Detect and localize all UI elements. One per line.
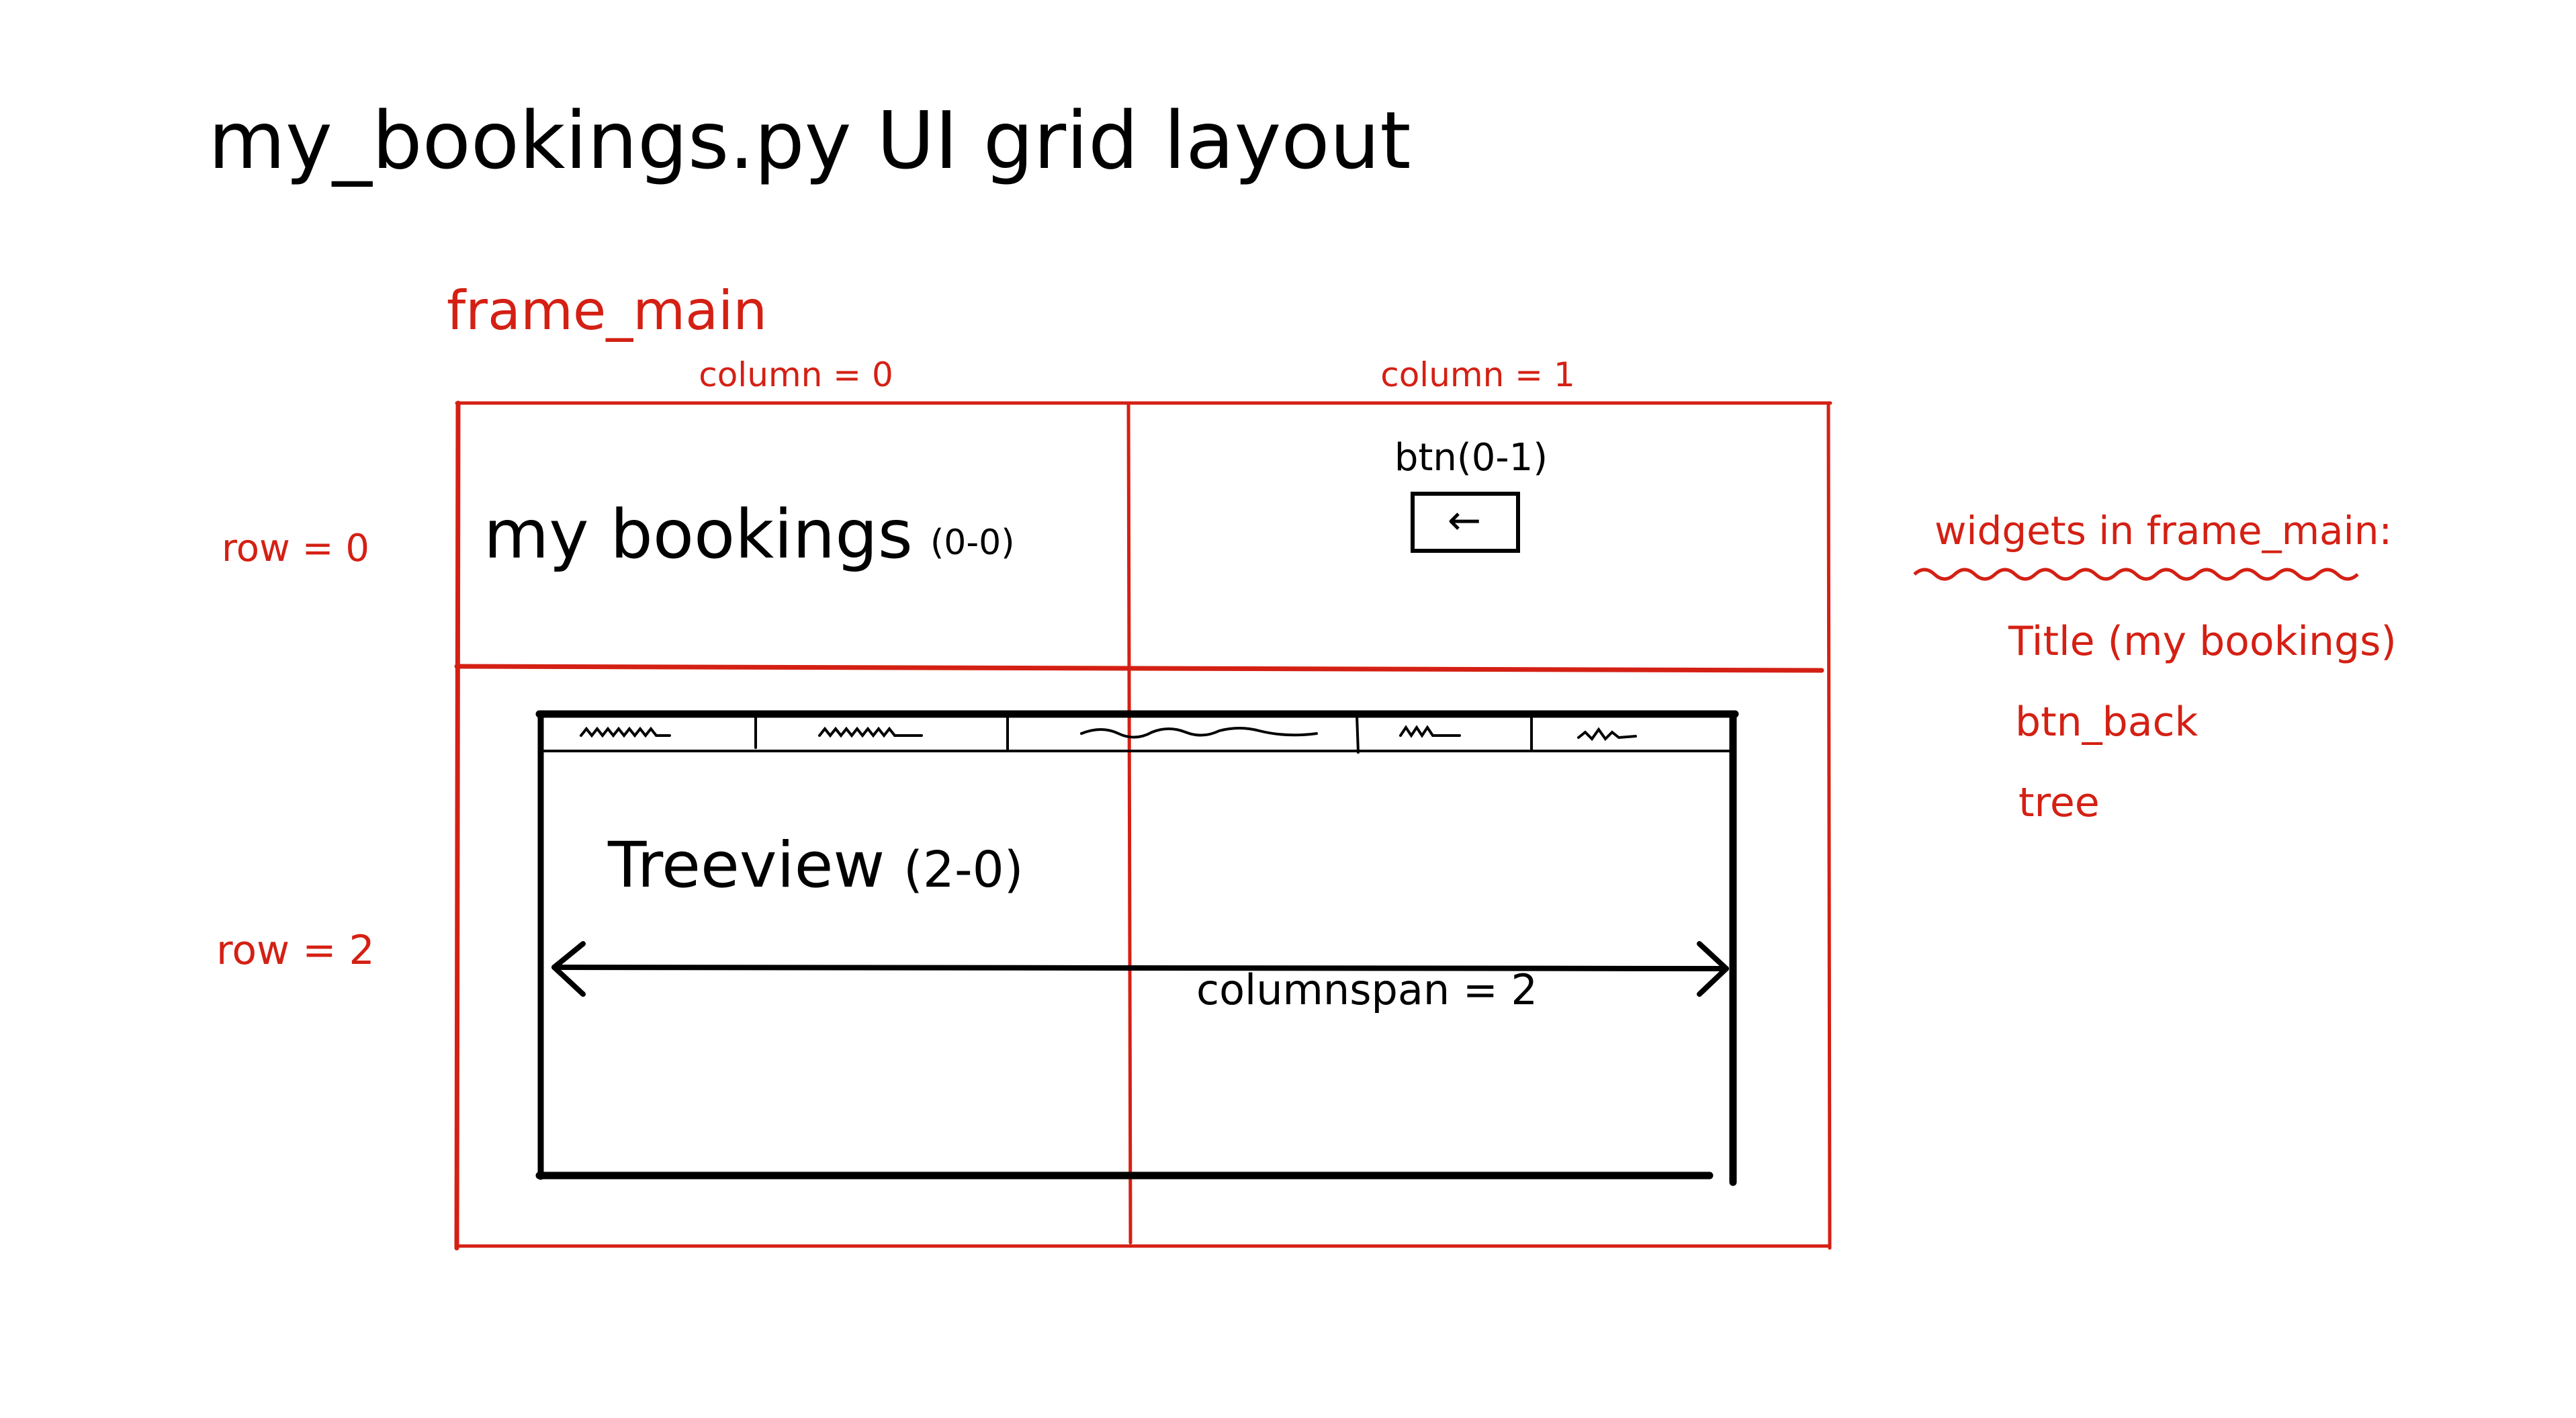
columnspan-arrow xyxy=(551,941,1729,997)
header-scribble-4 xyxy=(1399,725,1461,738)
header-scribble-1 xyxy=(580,726,671,738)
columnspan-label: columnspan = 2 xyxy=(1196,965,1538,1014)
title-label: my bookings xyxy=(484,495,913,574)
title-cell: my bookings (0-0) xyxy=(484,495,1015,574)
widget-item-tree: tree xyxy=(2018,779,2100,826)
diagram-title: my_bookings.py UI grid layout xyxy=(208,94,1411,187)
header-scribble-3 xyxy=(1080,727,1318,739)
widget-item-title: Title (my bookings) xyxy=(2008,618,2397,665)
column-1-label: column = 1 xyxy=(1380,355,1575,394)
treeview-label: Treeview xyxy=(607,829,885,902)
treeview-coords: (2-0) xyxy=(903,841,1024,899)
back-arrow-icon: ← xyxy=(1448,497,1481,544)
row-2-label: row = 2 xyxy=(216,927,375,974)
frame-main-grid xyxy=(454,400,1832,1251)
frame-name-label: frame_main xyxy=(447,279,767,342)
header-scribble-5 xyxy=(1577,727,1637,742)
treeview-header-row xyxy=(580,725,1637,742)
button-label: btn(0-1) xyxy=(1394,436,1548,480)
header-scribble-2 xyxy=(818,726,923,738)
row-0-label: row = 0 xyxy=(222,527,369,570)
back-button-cell: btn(0-1) ← xyxy=(1394,436,1548,553)
title-coords: (0-0) xyxy=(930,523,1015,563)
widget-item-btn-back: btn_back xyxy=(2015,699,2198,746)
treeview-widget[interactable]: Treeview (2-0) columnspan = 2 xyxy=(535,710,1739,1186)
widget-list-heading: widgets in frame_main: xyxy=(1935,508,2392,553)
widget-list: widgets in frame_main: Title (my booking… xyxy=(1913,508,2397,826)
heading-underline-squiggle xyxy=(1913,568,2359,581)
column-0-label: column = 0 xyxy=(699,355,893,394)
back-button[interactable] xyxy=(1411,492,1520,553)
